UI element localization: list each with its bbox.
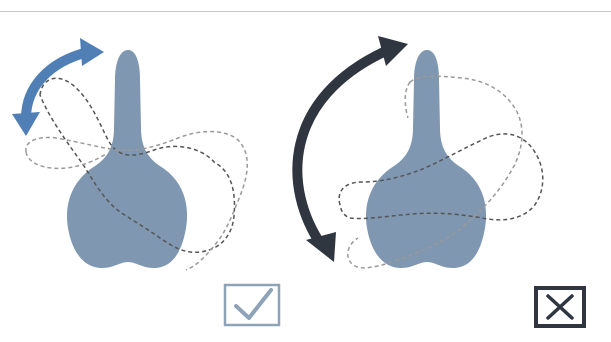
rotated-outline-light-left [25, 130, 248, 271]
rotation-arrow-small-head-top [80, 38, 104, 66]
cross-mark-icon [546, 294, 574, 320]
rotated-outline-light-right [347, 75, 523, 269]
saddle-shape-left [67, 50, 188, 268]
panel-correct [12, 38, 281, 327]
rotation-arrow-large-head-bottom [306, 232, 336, 262]
top-divider [0, 11, 611, 12]
rotation-arrow-small-head-bottom [12, 112, 40, 136]
rotation-arrow-small [21, 47, 90, 119]
panel-incorrect [292, 36, 586, 328]
rotation-arrow-large-head-top [378, 36, 408, 66]
saddle-shape-right [366, 50, 487, 268]
rotated-outline-dark-left [39, 77, 236, 254]
rotated-outline-dark-right [338, 133, 544, 221]
rotation-arrow-large [292, 45, 391, 249]
check-mark-icon [234, 288, 273, 320]
